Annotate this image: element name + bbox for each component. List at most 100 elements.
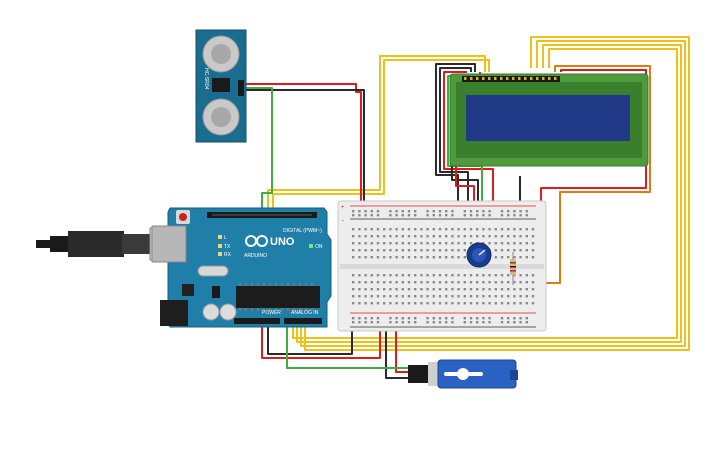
terminal-hole[interactable] xyxy=(445,256,448,259)
wire-black-servo[interactable] xyxy=(385,320,410,379)
terminal-hole[interactable] xyxy=(463,242,466,245)
lcd-pin[interactable] xyxy=(488,77,491,80)
wire-red-lcd-1[interactable] xyxy=(443,71,494,215)
rail-hole[interactable] xyxy=(370,321,373,324)
lcd-pin[interactable] xyxy=(524,77,527,80)
terminal-hole[interactable] xyxy=(513,281,516,284)
terminal-hole[interactable] xyxy=(525,281,528,284)
rail-hole[interactable] xyxy=(426,214,429,217)
terminal-hole[interactable] xyxy=(420,295,423,298)
terminal-hole[interactable] xyxy=(358,288,361,291)
rail-hole[interactable] xyxy=(513,317,516,320)
rail-hole[interactable] xyxy=(432,321,435,324)
rail-hole[interactable] xyxy=(414,214,417,217)
terminal-hole[interactable] xyxy=(407,281,411,284)
terminal-hole[interactable] xyxy=(488,288,491,291)
terminal-hole[interactable] xyxy=(531,242,535,245)
terminal-hole[interactable] xyxy=(494,256,497,259)
terminal-hole[interactable] xyxy=(482,228,485,231)
terminal-hole[interactable] xyxy=(395,288,398,291)
terminal-hole[interactable] xyxy=(352,281,355,284)
terminal-hole[interactable] xyxy=(438,249,442,252)
terminal-hole[interactable] xyxy=(414,256,417,259)
terminal-hole[interactable] xyxy=(531,228,535,231)
terminal-hole[interactable] xyxy=(500,302,504,305)
terminal-hole[interactable] xyxy=(525,288,528,291)
terminal-hole[interactable] xyxy=(457,256,460,259)
terminal-hole[interactable] xyxy=(494,249,497,252)
terminal-hole[interactable] xyxy=(488,242,491,245)
rail-hole[interactable] xyxy=(469,210,473,213)
terminal-hole[interactable] xyxy=(469,274,473,277)
rail-hole[interactable] xyxy=(488,321,491,324)
terminal-hole[interactable] xyxy=(451,295,454,298)
terminal-hole[interactable] xyxy=(500,256,504,259)
rail-hole[interactable] xyxy=(519,317,522,320)
rail-hole[interactable] xyxy=(426,317,429,320)
terminal-hole[interactable] xyxy=(488,274,491,277)
rail-hole[interactable] xyxy=(352,321,355,324)
terminal-hole[interactable] xyxy=(494,288,497,291)
terminal-hole[interactable] xyxy=(445,228,448,231)
terminal-hole[interactable] xyxy=(463,302,466,305)
terminal-hole[interactable] xyxy=(352,288,355,291)
rail-hole[interactable] xyxy=(370,214,373,217)
terminal-hole[interactable] xyxy=(531,235,535,238)
terminal-hole[interactable] xyxy=(513,228,516,231)
terminal-hole[interactable] xyxy=(395,302,398,305)
rail-hole[interactable] xyxy=(507,214,510,217)
terminal-hole[interactable] xyxy=(358,242,361,245)
terminal-hole[interactable] xyxy=(531,295,535,298)
rail-hole[interactable] xyxy=(519,210,522,213)
rail-hole[interactable] xyxy=(463,321,466,324)
rail-hole[interactable] xyxy=(389,210,392,213)
terminal-hole[interactable] xyxy=(482,288,485,291)
terminal-hole[interactable] xyxy=(370,256,373,259)
wire-red-sensor[interactable] xyxy=(244,83,362,215)
rail-hole[interactable] xyxy=(358,214,361,217)
terminal-hole[interactable] xyxy=(488,302,491,305)
rail-hole[interactable] xyxy=(426,210,429,213)
terminal-hole[interactable] xyxy=(420,302,423,305)
terminal-hole[interactable] xyxy=(519,228,522,231)
lcd-pin[interactable] xyxy=(482,77,485,80)
terminal-hole[interactable] xyxy=(451,249,454,252)
terminal-hole[interactable] xyxy=(445,242,448,245)
terminal-hole[interactable] xyxy=(376,256,380,259)
terminal-hole[interactable] xyxy=(358,281,361,284)
terminal-hole[interactable] xyxy=(513,274,516,277)
terminal-hole[interactable] xyxy=(414,235,417,238)
lcd-pin[interactable] xyxy=(506,77,509,80)
terminal-hole[interactable] xyxy=(519,256,522,259)
rail-hole[interactable] xyxy=(513,321,516,324)
terminal-hole[interactable] xyxy=(414,242,417,245)
terminal-hole[interactable] xyxy=(407,235,411,238)
terminal-hole[interactable] xyxy=(420,288,423,291)
rail-hole[interactable] xyxy=(352,210,355,213)
lcd-display[interactable] xyxy=(449,73,649,167)
terminal-hole[interactable] xyxy=(395,295,398,298)
terminal-hole[interactable] xyxy=(364,281,367,284)
lcd-pin[interactable] xyxy=(500,77,503,80)
terminal-hole[interactable] xyxy=(358,249,361,252)
rail-hole[interactable] xyxy=(395,321,398,324)
terminal-hole[interactable] xyxy=(383,288,386,291)
wire-yellow-4[interactable] xyxy=(292,48,678,339)
terminal-hole[interactable] xyxy=(364,302,367,305)
terminal-hole[interactable] xyxy=(531,288,535,291)
terminal-hole[interactable] xyxy=(469,288,473,291)
terminal-hole[interactable] xyxy=(426,295,429,298)
rail-hole[interactable] xyxy=(426,321,429,324)
terminal-hole[interactable] xyxy=(451,281,454,284)
terminal-hole[interactable] xyxy=(445,249,448,252)
terminal-hole[interactable] xyxy=(364,249,367,252)
terminal-hole[interactable] xyxy=(476,295,479,298)
terminal-hole[interactable] xyxy=(463,256,466,259)
terminal-hole[interactable] xyxy=(494,228,497,231)
terminal-hole[interactable] xyxy=(370,249,373,252)
terminal-hole[interactable] xyxy=(482,281,485,284)
terminal-hole[interactable] xyxy=(383,228,386,231)
terminal-hole[interactable] xyxy=(401,295,404,298)
terminal-hole[interactable] xyxy=(358,256,361,259)
terminal-hole[interactable] xyxy=(476,288,479,291)
